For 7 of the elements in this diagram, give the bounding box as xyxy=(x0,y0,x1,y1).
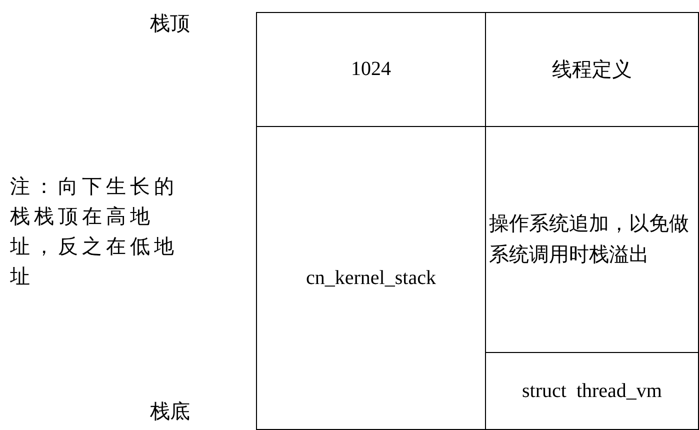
note-text: 注：向下生长的栈栈顶在高地址，反之在低地址 xyxy=(10,175,179,290)
table-cell: struct thread_vm xyxy=(485,352,699,430)
stack-top-label: 栈顶 xyxy=(150,12,190,37)
stack-bottom-label: 栈底 xyxy=(150,400,190,425)
table-cell: cn_kernel_stack xyxy=(256,126,486,430)
table-cell: 1024 xyxy=(256,12,486,127)
table-cell: 线程定义 xyxy=(485,12,699,127)
